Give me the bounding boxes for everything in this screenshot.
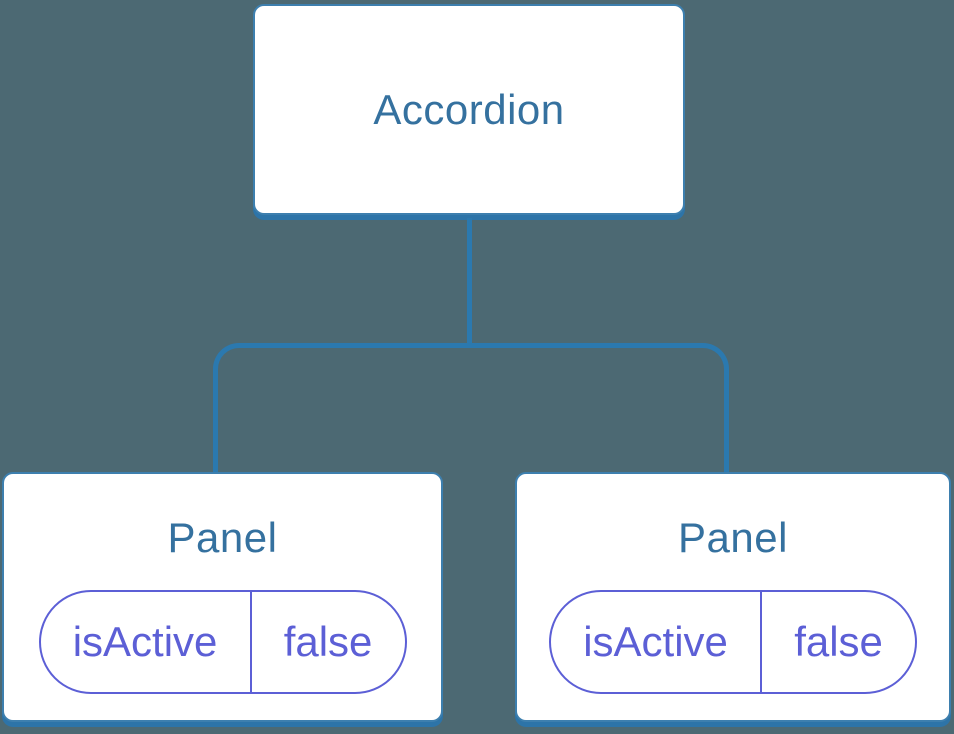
- panel-left-label: Panel: [167, 514, 278, 561]
- panel-node-left: Panel isActive false: [2, 472, 443, 722]
- panel-right-label: Panel: [678, 514, 788, 561]
- state-key: isActive: [41, 592, 252, 692]
- panel-node-right: Panel isActive false: [515, 472, 951, 722]
- state-key: isActive: [551, 592, 763, 692]
- state-value: false: [794, 618, 883, 665]
- accordion-node: Accordion: [253, 4, 685, 215]
- panel-left-state-pill: isActive false: [38, 590, 407, 694]
- panel-right-state-pill: isActive false: [549, 590, 917, 694]
- connector-trunk-line: [467, 218, 472, 343]
- connector-branch-lines: [213, 343, 729, 472]
- state-value: false: [283, 618, 373, 665]
- accordion-node-label: Accordion: [373, 85, 565, 133]
